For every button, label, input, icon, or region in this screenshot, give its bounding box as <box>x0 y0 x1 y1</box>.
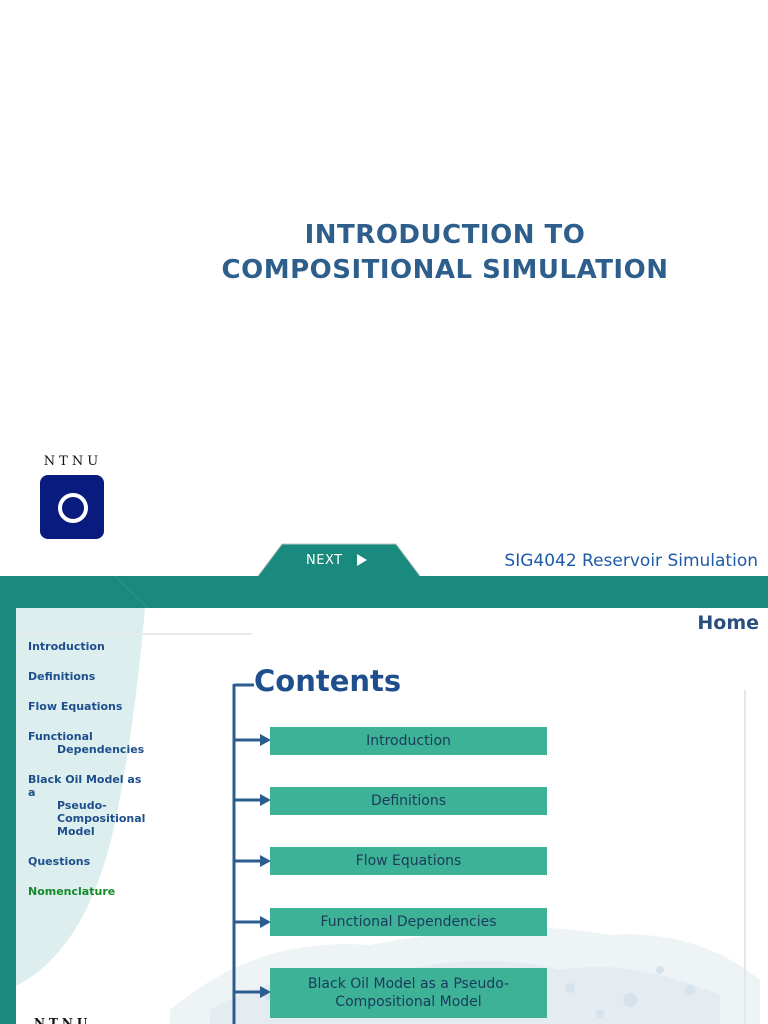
sidebar-item-label: Functional <box>28 730 93 743</box>
home-link[interactable]: Home <box>697 612 759 634</box>
sidebar-item-definitions[interactable]: Definitions <box>28 670 148 683</box>
slide-title-line-1: INTRODUCTION TO <box>304 220 586 250</box>
sidebar-curve-background <box>16 608 145 986</box>
contents-item-definitions[interactable]: Definitions <box>270 787 547 815</box>
arrow-right-icon <box>260 734 271 746</box>
ntnu-logo-circle <box>58 493 88 523</box>
sidebar-item-questions[interactable]: Questions <box>28 855 148 868</box>
contents-item-functional-dependencies[interactable]: Functional Dependencies <box>270 908 547 936</box>
next-button-label: NEXT <box>306 553 343 568</box>
arrow-right-icon <box>260 986 271 998</box>
sidebar-item-label-continued: Dependencies <box>57 743 145 756</box>
play-triangle-icon <box>357 554 367 566</box>
header-teal-band <box>0 576 768 608</box>
sidebar-item-nomenclature[interactable]: Nomenclature <box>28 885 148 898</box>
sidebar-nav: Introduction Definitions Flow Equations … <box>28 640 148 915</box>
sidebar-item-label: Flow Equations <box>28 700 123 713</box>
arrow-right-icon <box>260 794 271 806</box>
ntnu-logo-text: NTNU <box>43 454 103 469</box>
next-button[interactable]: NEXT <box>258 543 420 576</box>
contents-item-introduction[interactable]: Introduction <box>270 727 547 755</box>
sidebar-item-label-continued: Compositional <box>57 812 146 825</box>
ntnu-logo-icon <box>40 475 104 539</box>
contents-heading: Contents <box>254 664 402 698</box>
left-teal-edge <box>0 608 16 1024</box>
right-divider <box>744 690 746 1024</box>
sidebar-item-label: Questions <box>28 855 91 868</box>
slide-title-line-2: COMPOSITIONAL SIMULATION <box>221 255 669 285</box>
contents-tree-connector <box>232 683 271 1024</box>
next-tab-shape <box>258 543 420 576</box>
arrow-right-icon <box>260 916 271 928</box>
arrow-right-icon <box>260 855 271 867</box>
sidebar-item-label: Black Oil Model as a <box>28 773 142 799</box>
sidebar-item-introduction[interactable]: Introduction <box>28 640 148 653</box>
title-slide: INTRODUCTION TO COMPOSITIONAL SIMULATION… <box>40 220 669 539</box>
sidebar-item-functional-dependencies[interactable]: Functional Dependencies <box>28 730 148 756</box>
sidebar-item-label-continued: Model <box>57 825 95 838</box>
contents-item-flow-equations[interactable]: Flow Equations <box>270 847 547 875</box>
sidebar-item-label: Nomenclature <box>28 885 116 898</box>
course-title: SIG4042 Reservoir Simulation <box>504 551 758 571</box>
sidebar-item-label: Introduction <box>28 640 105 653</box>
sidebar-item-black-oil-model[interactable]: Black Oil Model as a Pseudo- Composition… <box>28 773 148 838</box>
contents-item-black-oil-model[interactable]: Black Oil Model as a Pseudo-Compositiona… <box>270 968 547 1018</box>
sidebar-item-label: Definitions <box>28 670 96 683</box>
sidebar-item-label-continued: Pseudo- <box>57 799 107 812</box>
sidebar-item-flow-equations[interactable]: Flow Equations <box>28 700 148 713</box>
contents-item-label: Flow Equations <box>355 853 462 869</box>
contents-item-label: Functional Dependencies <box>320 914 497 930</box>
contents-item-label: Definitions <box>370 793 447 809</box>
navigation-slide: NEXT SIG4042 Reservoir Simulation Home I… <box>0 540 768 1024</box>
ntnu-logo-bottom: NTNU <box>34 1016 92 1024</box>
ntnu-logo: NTNU <box>40 454 106 539</box>
sidebar-divider <box>20 633 252 635</box>
contents-item-label: Introduction <box>366 733 451 749</box>
contents-item-label: Black Oil Model as a Pseudo-Compositiona… <box>307 976 510 1010</box>
